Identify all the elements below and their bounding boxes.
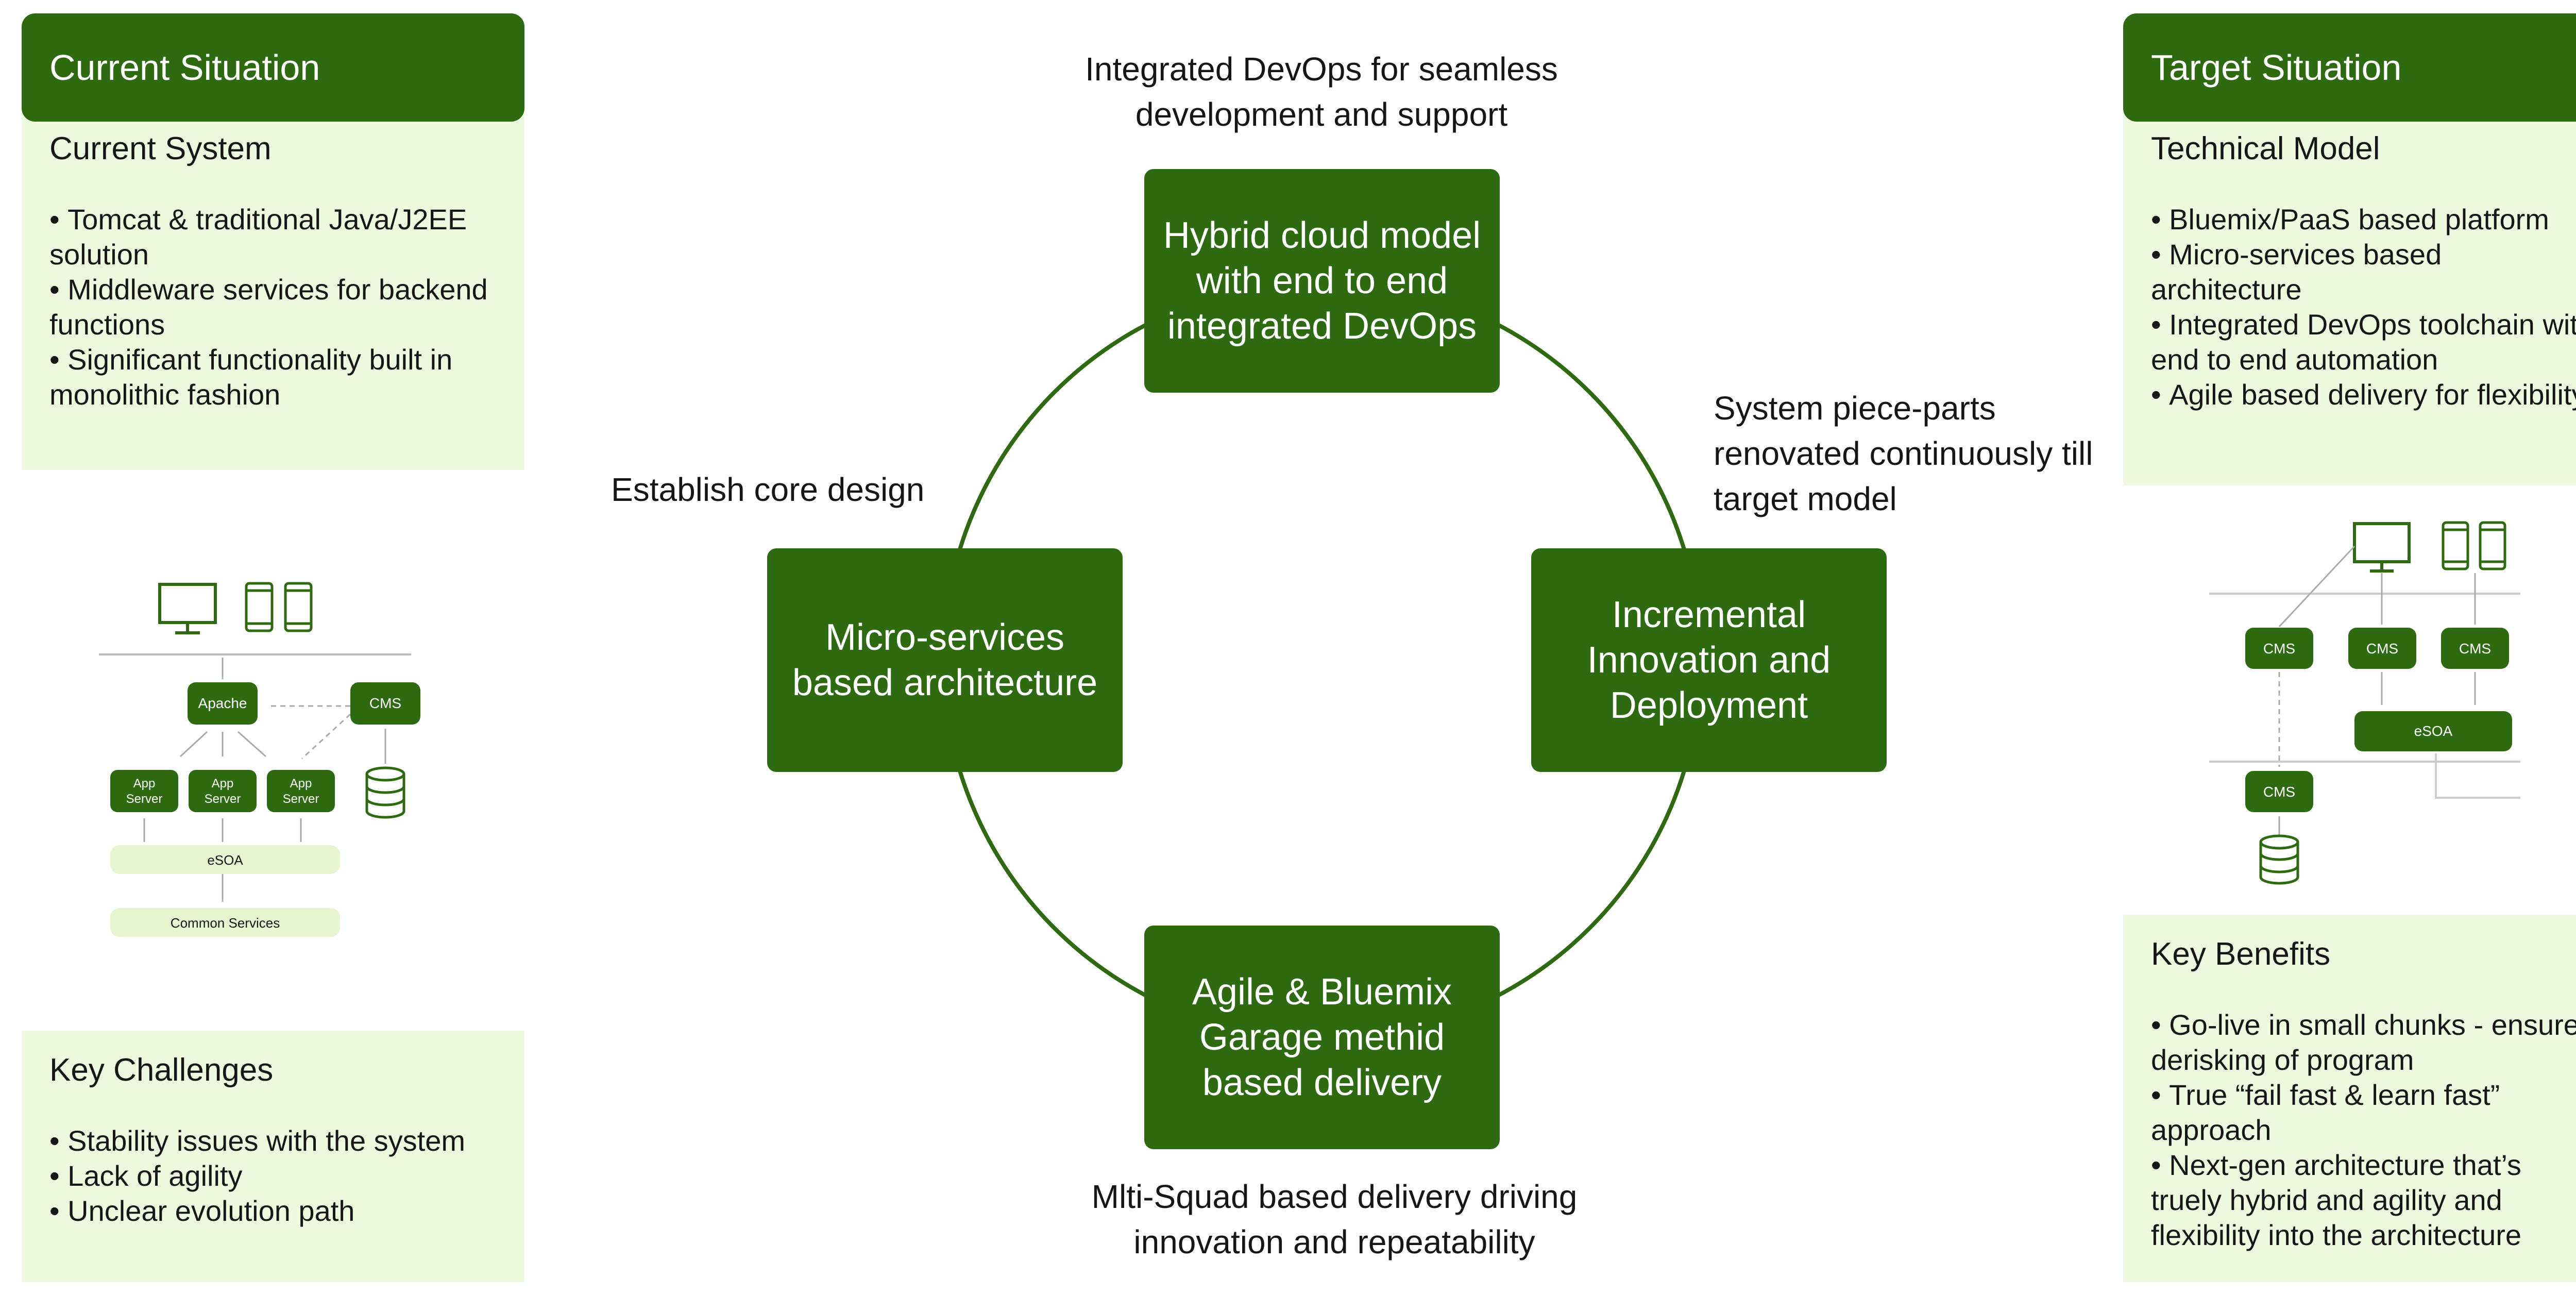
list-item: Integrated DevOps toolchain with end to … — [2151, 307, 2576, 377]
app-server-node — [110, 770, 178, 812]
technical-model-panel: Technical Model Bluemix/PaaS based platf… — [2123, 103, 2576, 485]
app-server-label-line2: Server — [283, 792, 319, 806]
database-icon — [2259, 834, 2299, 885]
key-benefits-bullets: Go-live in small chunks - ensure deriski… — [2151, 1007, 2576, 1253]
esoa-node — [2354, 711, 2512, 751]
common-services-label: Common Services — [171, 915, 280, 931]
monitor-icon — [2353, 522, 2411, 573]
agile-delivery-node: Agile & Bluemix Garage methid based deli… — [1144, 926, 1500, 1149]
micro-services-node: Micro-services based architecture — [767, 548, 1123, 772]
top-caption: Integrated DevOps for seamless developme… — [1085, 51, 1558, 133]
app-server-label-line1: App — [133, 777, 156, 791]
current-system-title: Current System — [49, 131, 272, 166]
hybrid-cloud-node: Hybrid cloud model with end to end integ… — [1144, 169, 1500, 393]
technical-model-bullets: Bluemix/PaaS based platform Micro-servic… — [2151, 202, 2576, 412]
bottom-caption: Mlti-Squad based delivery driving innova… — [1091, 1178, 1578, 1261]
current-situation-header: Current Situation — [22, 13, 524, 122]
list-item: Next-gen architecture that’s truely hybr… — [2151, 1148, 2576, 1253]
current-architecture-diagram: Apache CMS App Server App Server App Ser… — [99, 582, 420, 937]
common-services-bar — [110, 908, 340, 937]
cms-label: CMS — [2263, 784, 2295, 800]
cms-label: CMS — [369, 695, 401, 711]
app-server-label-line2: Server — [205, 792, 241, 806]
app-server-label-line1: App — [212, 777, 234, 791]
cms-node — [2245, 771, 2313, 812]
list-item: Unclear evolution path — [49, 1194, 497, 1229]
right-caption: System piece-parts renovated continuousl… — [1714, 390, 2093, 517]
app-server-node — [189, 770, 257, 812]
apache-node — [188, 682, 258, 725]
key-benefits-panel: Key Benefits Go-live in small chunks - e… — [2123, 915, 2576, 1282]
app-server-node — [267, 770, 335, 812]
app-server-label-line2: Server — [126, 792, 163, 806]
target-situation-header: Target Situation — [2123, 13, 2576, 122]
incremental-innovation-node: Incremental Innovation and Deployment — [1531, 548, 1887, 772]
list-item: Middleware services for backend function… — [49, 272, 497, 342]
list-item: Significant functionality built in monol… — [49, 342, 497, 412]
list-item: Micro-services based architecture — [2151, 237, 2576, 307]
cms-label: CMS — [2263, 641, 2295, 657]
app-server-label-line1: App — [290, 777, 312, 791]
cms-node — [2441, 628, 2509, 669]
cms-node — [350, 682, 420, 725]
key-benefits-title: Key Benefits — [2151, 936, 2331, 972]
apache-label: Apache — [198, 695, 247, 711]
list-item: Agile based delivery for flexibility — [2151, 377, 2576, 412]
key-challenges-title: Key Challenges — [49, 1052, 274, 1088]
target-architecture-diagram: CMS CMS CMS eSOA CMS — [2209, 521, 2520, 885]
list-item: True “fail fast & learn fast” approach — [2151, 1078, 2576, 1148]
key-challenges-bullets: Stability issues with the system Lack of… — [49, 1123, 497, 1229]
cms-label: CMS — [2366, 641, 2398, 657]
cms-label: CMS — [2459, 641, 2491, 657]
key-challenges-panel: Key Challenges Stability issues with the… — [22, 1031, 524, 1282]
list-item: Lack of agility — [49, 1158, 497, 1194]
technical-model-title: Technical Model — [2151, 131, 2380, 166]
current-system-bullets: Tomcat & traditional Java/J2EE solution … — [49, 202, 497, 412]
cms-node — [2245, 628, 2313, 669]
cms-node — [2348, 628, 2416, 669]
database-icon — [365, 766, 405, 819]
mobile-phone-icon — [245, 582, 313, 632]
current-system-panel: Current System Tomcat & traditional Java… — [22, 103, 524, 470]
esoa-label: eSOA — [2414, 723, 2453, 739]
esoa-bar — [110, 845, 340, 874]
list-item: Tomcat & traditional Java/J2EE solution — [49, 202, 497, 272]
mobile-phone-icon — [2442, 521, 2506, 570]
list-item: Stability issues with the system — [49, 1123, 497, 1158]
monitor-icon — [158, 583, 217, 634]
esoa-label: eSOA — [207, 852, 243, 868]
list-item: Bluemix/PaaS based platform — [2151, 202, 2576, 237]
left-caption: Establish core design — [611, 471, 925, 508]
list-item: Go-live in small chunks - ensure deriski… — [2151, 1007, 2576, 1078]
